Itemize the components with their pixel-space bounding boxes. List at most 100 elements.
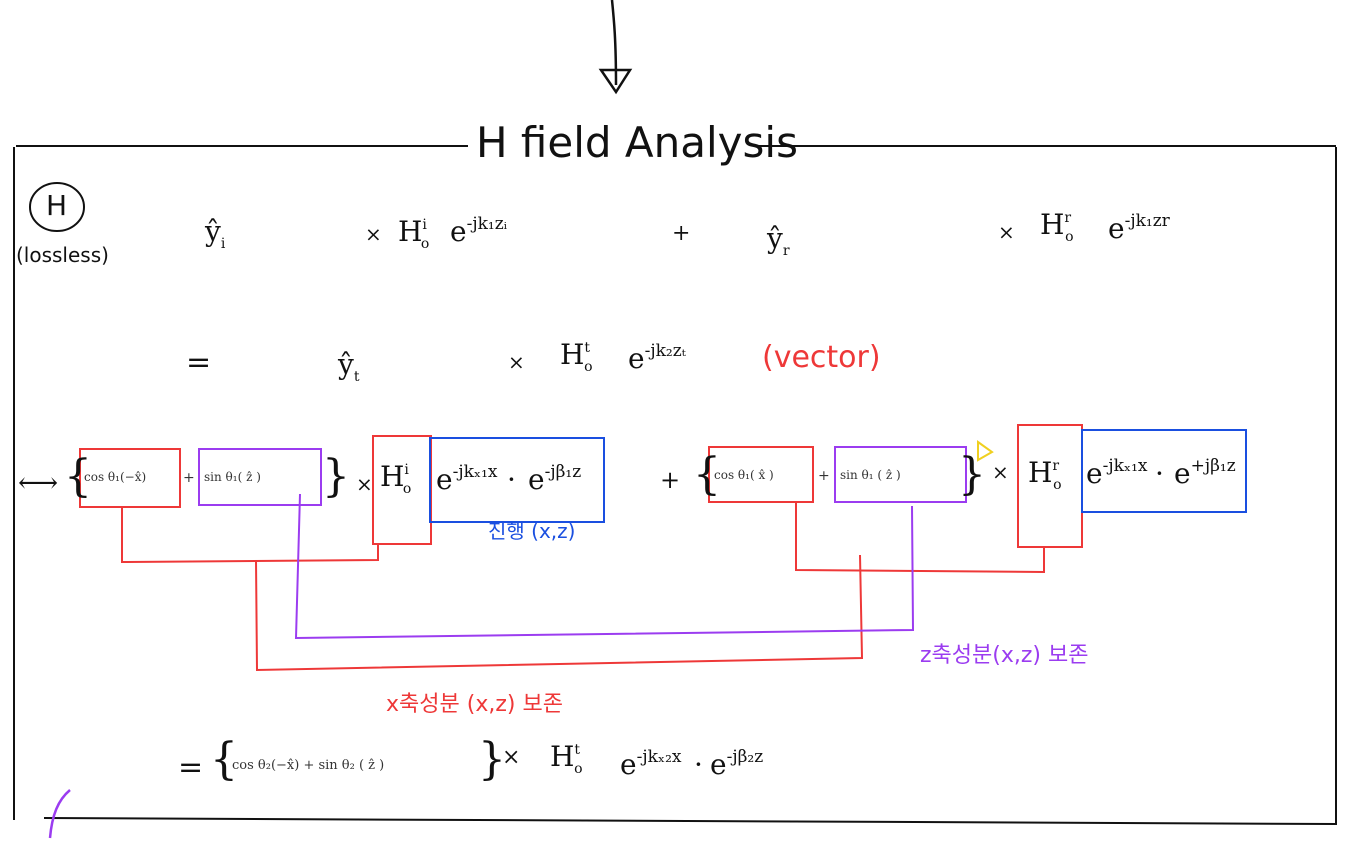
red-annotation: x축성분 (x,z) 보존 (386, 692, 563, 717)
vector-note: (vector) (762, 340, 881, 375)
exp-3: e-jk₂zₜ (628, 341, 686, 375)
h-sub-6: o (574, 761, 583, 777)
e-exponent-2: -jk₁zr (1124, 211, 1170, 231)
h-symbol: H (398, 215, 423, 248)
h-circle (29, 182, 85, 232)
red-box-cos2 (708, 446, 814, 503)
line4-content: cos θ₂(−x̂) + sin θ₂ ( ẑ ) (232, 758, 385, 773)
exp-c: e-jkₓ₁x (1086, 456, 1148, 490)
exp-4b: e-jβ₂z (710, 747, 764, 781)
rbrace-2: } (958, 449, 986, 500)
e-exponent-d: +jβ₁z (1190, 456, 1236, 476)
ht-sup-4: t (574, 742, 581, 758)
e-exponent-c: -jkₓ₁x (1102, 456, 1148, 476)
cos2-term: cos θ₁( x̂ ) (714, 468, 774, 482)
h-symbol-4: H (380, 460, 405, 493)
e-exponent-3: -jk₂zₜ (644, 341, 686, 361)
lbrace-1: { (64, 451, 92, 502)
yr-term: ŷr (767, 222, 790, 259)
e-base-4a: e (620, 748, 637, 781)
yellow-marker (977, 440, 994, 462)
exp-4a: e-jkₓ₂x (620, 747, 682, 781)
e-base-c: e (1086, 457, 1103, 490)
hi-sup: i (422, 217, 427, 233)
cos1-term: cos θ₁(−x̂) (84, 470, 147, 484)
down-arrow-shaft (610, 0, 618, 86)
plus-3: + (660, 466, 681, 494)
e-base-2: e (1108, 212, 1125, 245)
h-sub-2: o (1065, 229, 1074, 245)
e-exponent-4b: -jβ₂z (726, 747, 764, 767)
hr-term-3: Hro (1028, 456, 1062, 493)
h-symbol-6: H (550, 740, 575, 773)
times-1: × (365, 222, 382, 246)
e-base-4b: e (710, 748, 727, 781)
h-sub-3: o (584, 359, 593, 375)
dot-1: · (507, 463, 516, 496)
page-title: H field Analysis (476, 118, 798, 167)
e-exponent-a: -jkₓ₁x (452, 462, 498, 482)
times-5: × (992, 460, 1009, 484)
h-sub: o (420, 236, 430, 252)
rbrace-3: } (478, 734, 506, 785)
exp-1: e-jk₁zᵢ (450, 214, 508, 248)
e-exponent-4a: -jkₓ₂x (636, 747, 682, 767)
down-arrow-head (598, 68, 633, 95)
red-bracket (255, 554, 864, 672)
hr-term: Hro (1040, 208, 1074, 245)
purple-box-sin2 (834, 446, 967, 503)
hi-term: Hio (398, 215, 429, 252)
lbrace-3: { (210, 734, 238, 785)
dot-4: · (694, 748, 703, 781)
h-symbol-3: H (560, 338, 585, 371)
dot-2: · (1155, 457, 1164, 490)
times-2: × (998, 220, 1015, 244)
e-base-b: e (528, 463, 545, 496)
e-base: e (450, 215, 467, 248)
purple-fragment (48, 789, 71, 839)
circle-h-label: H (46, 189, 68, 222)
yt-symbol: ŷ (338, 348, 354, 381)
hr-sup: r (1064, 210, 1072, 226)
frame-bottom (43, 817, 1337, 825)
plus-1: + (672, 221, 691, 246)
yi-sub: i (220, 236, 226, 252)
yt-sub: t (353, 369, 360, 385)
h-symbol-5: H (1028, 456, 1053, 489)
blue-box-exp2 (1081, 429, 1247, 513)
yr-sub: r (782, 243, 790, 259)
yi-symbol: ŷ (205, 215, 221, 248)
equals-4: = (178, 750, 204, 785)
sin2-term: sin θ₁ ( ẑ ) (840, 468, 901, 482)
lbrace-2: { (693, 449, 721, 500)
times-3: × (508, 350, 525, 374)
ht-sup: t (584, 340, 591, 356)
e-exponent-b: -jβ₁z (544, 462, 582, 482)
sin1-term: sin θ₁( ẑ ) (204, 470, 261, 484)
blue-box-exp1 (429, 437, 605, 523)
plus-inner-1: + (183, 470, 195, 486)
yi-term: ŷi (205, 215, 225, 252)
exp-b: e-jβ₁z (528, 462, 582, 496)
ht-term: Hto (560, 338, 593, 375)
plus-inner-2: + (818, 468, 830, 484)
hr-sub-3: o (1053, 477, 1062, 493)
rbrace-1: } (322, 451, 350, 502)
yr-symbol: ŷ (767, 222, 783, 255)
e-base-3: e (628, 342, 645, 375)
e-base-d: e (1174, 457, 1191, 490)
purple-box-sin1 (198, 448, 322, 506)
purple-annotation: z축성분(x,z) 보존 (920, 643, 1089, 668)
e-base-a: e (436, 463, 453, 496)
h-symbol-2: H (1040, 208, 1065, 241)
red-connector-left (121, 507, 379, 564)
hi-sub-3: o (402, 481, 412, 497)
hi-sup-3: i (404, 462, 409, 478)
hi-term-3: Hio (380, 460, 411, 497)
e-exponent: -jk₁zᵢ (466, 214, 508, 234)
times-6: × (502, 745, 521, 770)
propagation-note: 진행 (x,z) (488, 519, 576, 543)
times-4: × (356, 472, 373, 496)
hr-sup-3: r (1052, 458, 1060, 474)
